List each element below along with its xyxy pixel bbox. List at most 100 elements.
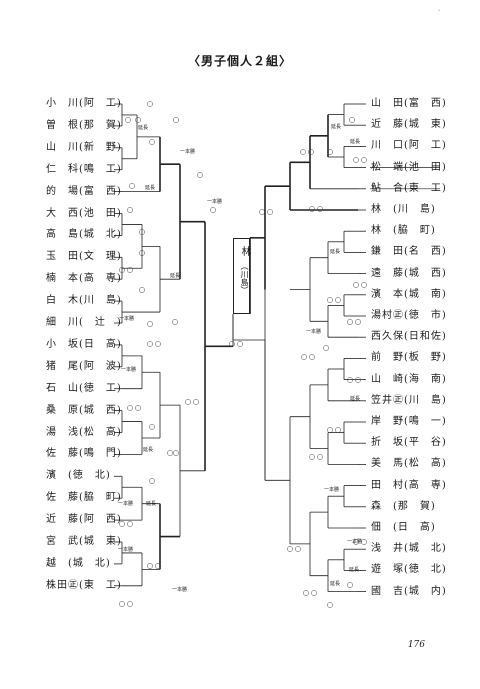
note-encho: 延長 — [145, 185, 156, 191]
score-mark — [147, 563, 153, 569]
player-name: 前 野(板 野) — [371, 352, 447, 364]
score-mark — [139, 250, 145, 256]
note-encho: 延長 — [138, 125, 149, 131]
score-mark — [127, 267, 133, 273]
player-name: 小 坂(日 高) — [46, 338, 122, 350]
player-name: 岸 野(鳴 一) — [371, 416, 447, 427]
note-encho: 延長 — [330, 249, 341, 255]
score-mark — [308, 149, 314, 155]
score-mark — [317, 454, 323, 460]
note-ippon: 一本勝 — [121, 367, 137, 373]
score-mark — [355, 319, 361, 325]
score-mark — [355, 377, 361, 383]
note-ippon: 一本勝 — [119, 316, 135, 322]
note-ippon: 一本勝 — [324, 487, 340, 493]
player-name: 佐 藤(鳴 門) — [46, 448, 122, 460]
note-ippon: 一本勝 — [172, 587, 188, 593]
score-mark — [127, 207, 133, 213]
note-encho: 延長 — [170, 273, 181, 279]
score-mark — [237, 341, 243, 347]
score-mark — [149, 478, 155, 484]
score-mark — [172, 319, 178, 325]
player-name: 湯 浅(松 高) — [46, 426, 122, 438]
player-name: 近 藤(城 東) — [371, 119, 447, 131]
score-mark — [173, 450, 179, 456]
player-name: 佃 (日 高) — [371, 522, 436, 533]
score-mark — [259, 209, 265, 215]
player-name: 高 島(城 北) — [46, 229, 122, 241]
note-encho: 延長 — [330, 581, 341, 587]
score-mark — [361, 157, 367, 163]
score-mark — [323, 345, 329, 351]
player-name: 白 木(川 島) — [46, 295, 122, 307]
note-ippon: 一本勝 — [118, 501, 134, 507]
player-name: 國 吉(城 内) — [371, 585, 447, 597]
score-mark — [311, 590, 317, 596]
score-mark — [210, 207, 216, 213]
player-name: 川 口(阿 工) — [371, 140, 447, 152]
score-mark — [155, 341, 161, 347]
score-mark — [135, 405, 141, 411]
score-mark — [303, 590, 309, 596]
player-name: 玉 田(文 理) — [46, 251, 122, 263]
player-name: 田 村(高 専) — [371, 479, 447, 491]
player-name: 山 田(富 西) — [371, 98, 447, 109]
player-name: 越 (城 北) — [46, 557, 111, 569]
score-mark — [301, 354, 307, 360]
score-mark — [129, 183, 135, 189]
player-name: 大 西(池 田) — [46, 207, 122, 219]
score-mark — [185, 399, 191, 405]
note-encho: 延長 — [331, 124, 342, 130]
score-mark — [139, 287, 145, 293]
score-mark — [173, 117, 179, 123]
player-name: 笠井㊣(川 島) — [371, 394, 447, 406]
score-mark — [295, 546, 301, 552]
score-mark — [229, 341, 235, 347]
player-name: 湯村㊣(徳 市) — [371, 310, 447, 321]
score-mark — [353, 282, 359, 288]
player-name: 楠 本(高 専) — [46, 273, 122, 285]
player-name: 桑 原(城 西) — [46, 404, 122, 416]
score-mark — [353, 539, 359, 545]
score-mark — [347, 319, 353, 325]
player-name: 近 藤(阿 西) — [46, 514, 122, 526]
score-mark — [347, 377, 353, 383]
score-mark — [361, 539, 367, 545]
score-mark — [309, 206, 315, 212]
score-mark — [125, 117, 131, 123]
score-mark — [147, 321, 153, 327]
score-mark — [347, 582, 353, 588]
score-mark — [335, 427, 341, 433]
score-mark — [267, 209, 273, 215]
top-mark: 、 — [437, 6, 444, 13]
player-name: 美 馬(松 高) — [371, 458, 447, 470]
champion-box — [233, 238, 250, 314]
player-name: 森 (那 賀) — [371, 500, 436, 512]
score-mark — [193, 399, 199, 405]
note-ippon: 一本勝 — [118, 547, 134, 553]
score-mark — [349, 117, 355, 123]
player-name: 鮎 合(東 工) — [371, 182, 447, 194]
score-mark — [139, 229, 145, 235]
player-name: 浅 井(城 北) — [371, 543, 447, 555]
score-mark — [309, 454, 315, 460]
note-ippon: 一本勝 — [207, 199, 223, 205]
player-name: 山 崎(海 南) — [371, 373, 447, 385]
note-encho: 延長 — [143, 447, 154, 453]
champion-school: （川島） — [240, 262, 249, 294]
player-name: 折 坂(平 谷) — [371, 437, 447, 449]
note-ippon: 一本勝 — [306, 329, 322, 335]
player-name: 遠 藤(城 西) — [371, 267, 447, 279]
score-mark — [119, 521, 125, 527]
player-name: 細 川( 辻 ) — [46, 317, 122, 328]
score-mark — [353, 157, 359, 163]
page-number: 176 — [407, 640, 425, 650]
note-ippon: 一本勝 — [347, 539, 363, 545]
score-mark — [287, 546, 293, 552]
note-encho: 延長 — [350, 396, 361, 402]
score-mark — [197, 172, 203, 178]
player-name: 林 (脇 町) — [371, 225, 436, 237]
score-mark — [317, 206, 323, 212]
score-mark — [149, 139, 155, 145]
player-name: 西久保(日和佐) — [371, 331, 447, 343]
